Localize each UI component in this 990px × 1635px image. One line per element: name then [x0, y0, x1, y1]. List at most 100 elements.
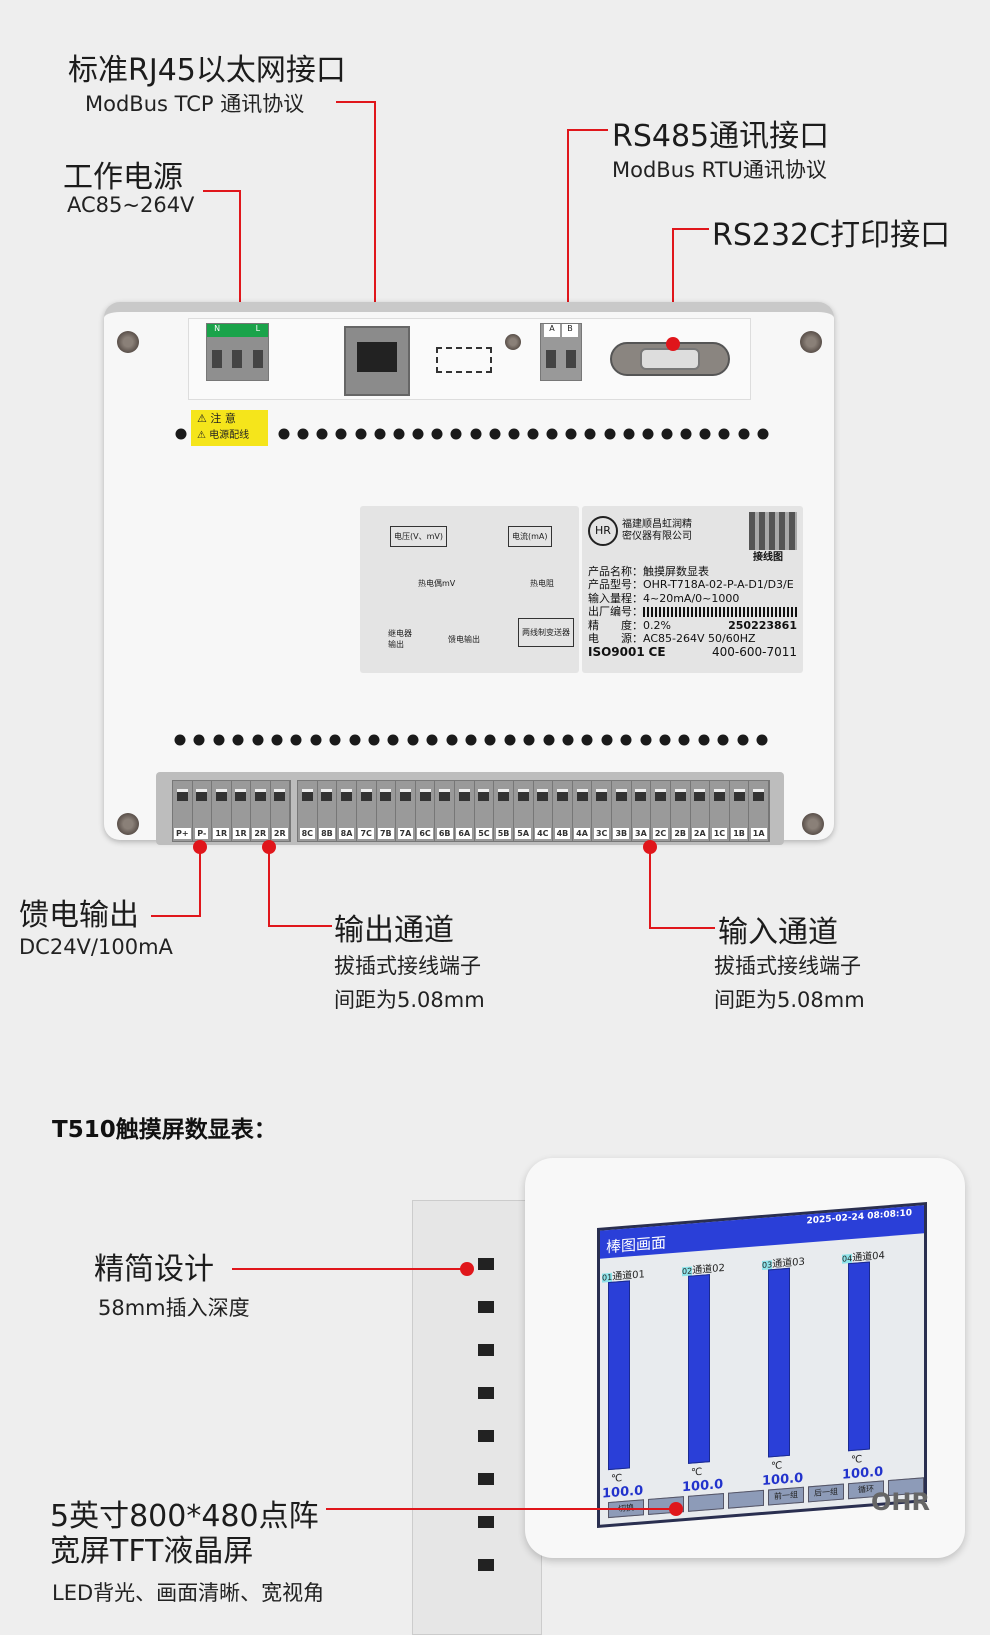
terminal-label-n: N — [207, 324, 228, 337]
vent-hole — [623, 428, 635, 440]
vent-hole — [310, 734, 322, 746]
terminal-label: 6A — [456, 828, 473, 839]
section-title: T510触摸屏数显表： — [52, 1117, 277, 1143]
ce-mark: CE — [648, 644, 666, 659]
vent-hole — [174, 734, 186, 746]
terminal-label: 6B — [436, 828, 453, 839]
terminal-slot — [380, 789, 392, 801]
feed-leader — [199, 847, 201, 917]
vent-hole — [374, 428, 386, 440]
wiring-thermocouple: 热电偶mV — [418, 579, 456, 588]
terminal-pin: 3A — [632, 781, 652, 841]
terminal-pin: 6C — [416, 781, 436, 841]
terminal-slot — [419, 789, 431, 801]
qr-code — [749, 512, 797, 550]
terminal-pin: 6B — [435, 781, 455, 841]
vent-hole — [527, 428, 539, 440]
power-title: 工作电源 — [63, 160, 183, 195]
vent-hole — [620, 734, 632, 746]
screen-button[interactable]: 前一组 — [768, 1486, 804, 1506]
screw-icon — [800, 331, 822, 353]
input-sub2: 间距为5.08mm — [714, 988, 865, 1012]
rj45-leader — [374, 101, 376, 323]
channel-unit: ℃ — [611, 1473, 623, 1485]
terminal-label: 2R — [252, 828, 269, 839]
terminal-slot — [556, 789, 568, 801]
vent-hole — [446, 734, 458, 746]
input-leader — [649, 927, 715, 929]
terminal-label: 3A — [633, 828, 649, 839]
terminal-pin: 7C — [357, 781, 377, 841]
vent-hole — [738, 428, 750, 440]
terminal-pin: 8B — [318, 781, 338, 841]
terminal-label: P+ — [173, 828, 191, 839]
power-terminal: N L — [206, 323, 269, 381]
wiring-current: 电流(mA) — [508, 526, 552, 547]
input-leader — [649, 847, 651, 929]
output-sub1: 拔插式接线端子 — [334, 954, 481, 978]
vent-hole — [642, 428, 654, 440]
rj45-subtitle: ModBus TCP 通讯协议 — [85, 92, 305, 116]
vent-hole — [661, 428, 673, 440]
vent-hole — [737, 734, 749, 746]
terminal-label: 2R — [271, 828, 288, 839]
vent-hole — [175, 428, 187, 440]
terminal-label: 1C — [711, 828, 728, 839]
vent-hole — [271, 734, 283, 746]
screen-button[interactable] — [688, 1493, 724, 1512]
rs485-title: RS485通讯接口 — [612, 119, 830, 154]
terminal-label-b: B — [562, 324, 578, 337]
vent-hole — [680, 428, 692, 440]
output-sub2: 间距为5.08mm — [334, 988, 485, 1012]
terminal-slot — [615, 789, 627, 801]
terminal-slot — [235, 789, 247, 801]
terminal-pin: P+ — [173, 781, 193, 841]
terminal-slot — [196, 789, 208, 801]
feed-leader — [151, 915, 201, 917]
terminal-pin: 1C — [710, 781, 730, 841]
terminal-pin: 7A — [396, 781, 416, 841]
vent-hole — [489, 428, 501, 440]
port-placeholder — [436, 347, 492, 373]
vent-hole — [387, 734, 399, 746]
terminal-slot — [360, 789, 372, 801]
screen-button[interactable]: 后一组 — [808, 1483, 844, 1503]
iso-mark: ISO9001 — [588, 644, 645, 659]
rj45-leader — [336, 101, 376, 103]
rj45-title: 标准RJ45以太网接口 — [68, 53, 346, 88]
terminal-slot — [399, 789, 411, 801]
terminal-slot — [694, 789, 706, 801]
wiring-relay: 继电器输出 — [388, 629, 412, 649]
power-leader — [203, 190, 241, 192]
design-subtitle: 58mm插入深度 — [98, 1296, 250, 1320]
terminal-slot — [537, 789, 549, 801]
side-vent — [478, 1301, 494, 1313]
warning-sticker: ⚠ 注 意 ⚠ 电源配线 — [191, 410, 268, 446]
terminal-label: 7B — [377, 828, 394, 839]
vent-hole — [426, 734, 438, 746]
terminal-pin: 7B — [377, 781, 397, 841]
display-leader — [326, 1508, 676, 1510]
terminal-slot — [215, 789, 227, 801]
terminal-pin: 3C — [592, 781, 612, 841]
screen-button[interactable] — [728, 1489, 764, 1509]
terminal-label: P- — [195, 828, 209, 839]
terminal-pin: 4B — [553, 781, 573, 841]
terminal-pin: 2R — [271, 781, 290, 841]
terminal-slot — [674, 789, 686, 801]
terminal-slot — [517, 789, 529, 801]
ohr-logo: OHR — [871, 1488, 930, 1516]
vent-hole — [393, 428, 405, 440]
screw-icon — [117, 331, 139, 353]
rs485-leader — [568, 129, 608, 131]
terminal-label: 7C — [358, 828, 374, 839]
vent-hole — [431, 428, 443, 440]
terminal-slot — [274, 789, 286, 801]
terminal-pin: 5A — [514, 781, 534, 841]
terminal-slot — [635, 789, 647, 801]
wiring-feed: 馈电输出 — [448, 635, 480, 644]
side-vent — [478, 1430, 494, 1442]
side-vent — [478, 1559, 494, 1571]
screw-icon — [117, 813, 139, 835]
